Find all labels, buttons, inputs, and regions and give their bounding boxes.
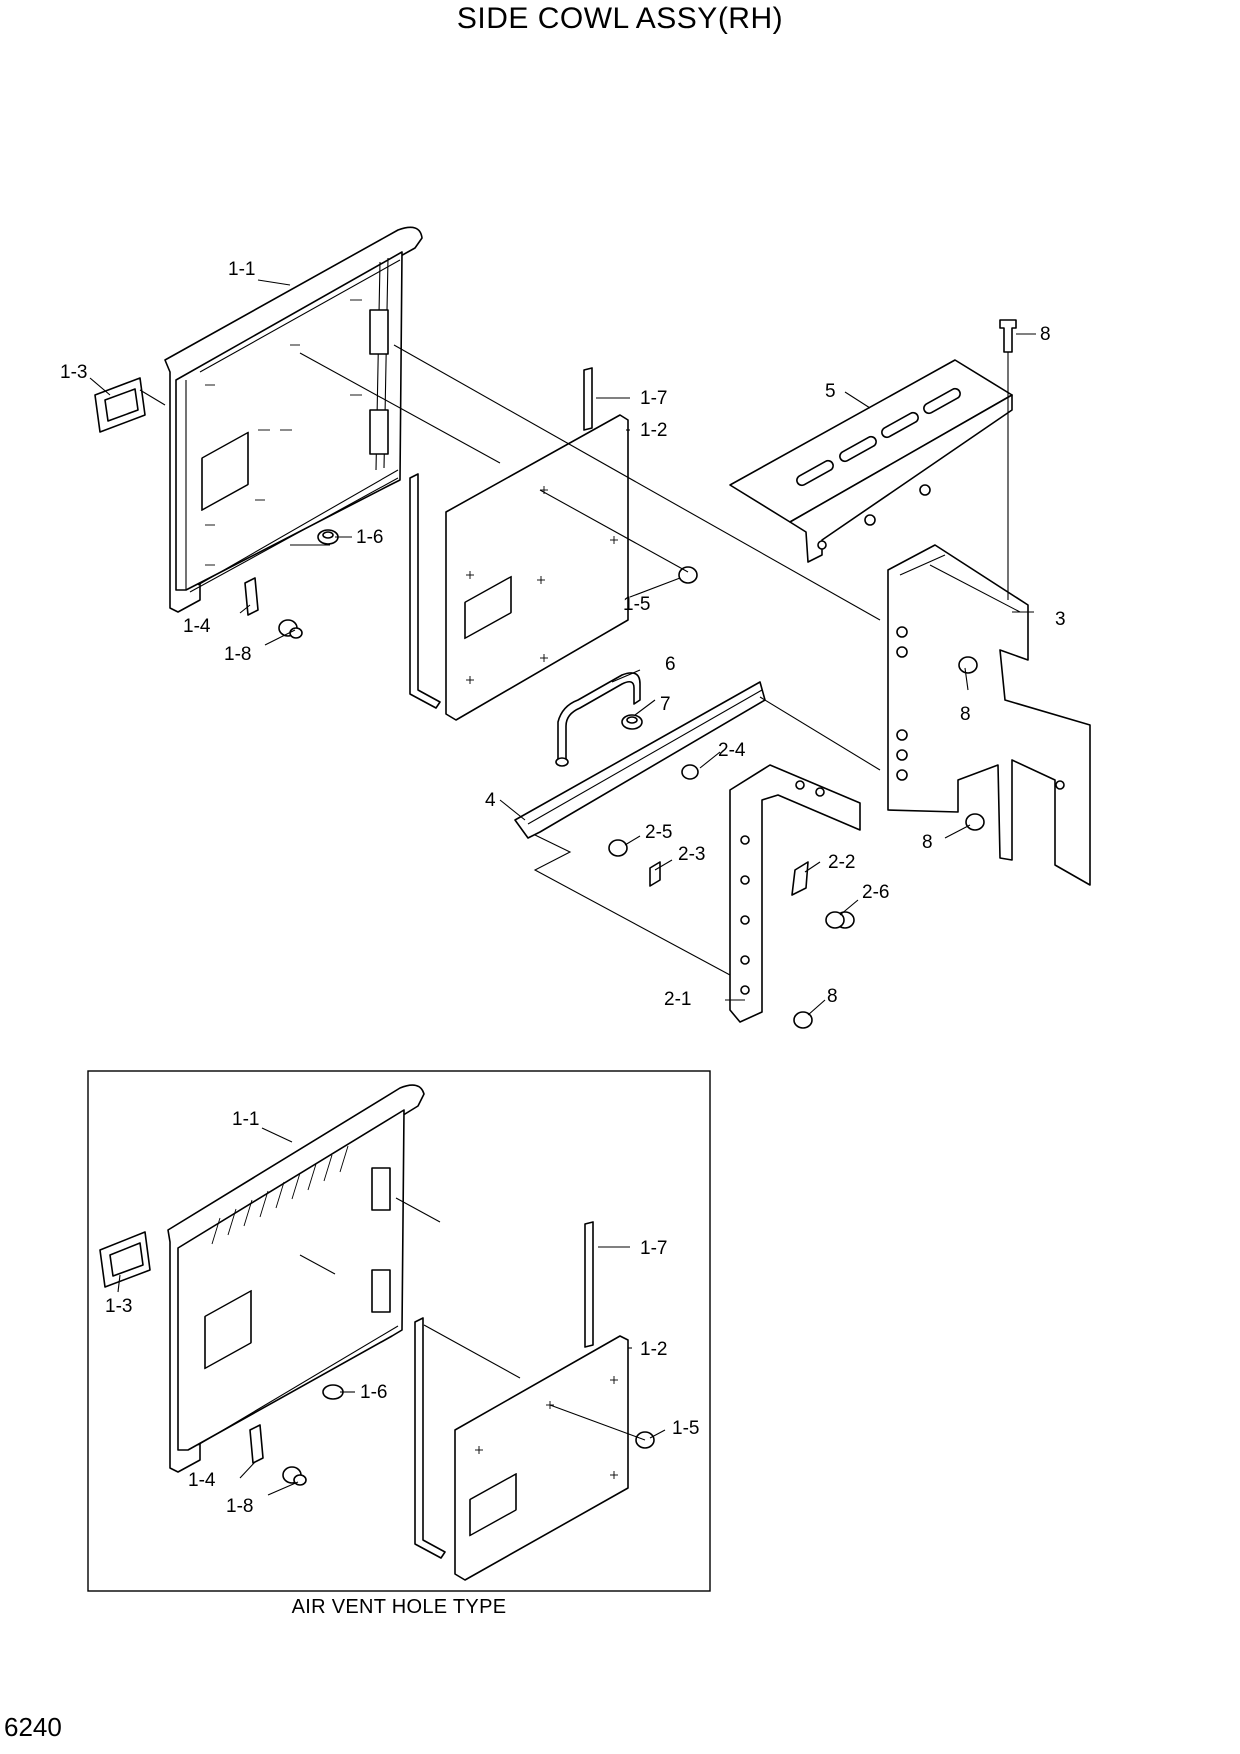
callout-label: 2-4 (718, 740, 746, 761)
callout-label: 2-2 (828, 852, 855, 873)
callout-label: 1-3 (105, 1296, 132, 1317)
callout-label: 4 (485, 790, 496, 811)
callout-label: 1-7 (640, 388, 667, 409)
callout-label: 1-3 (60, 362, 87, 383)
inset-frame (87, 1070, 711, 1592)
callout-label: 5 (825, 381, 836, 402)
callout-leaders-inset (117, 1127, 666, 1496)
callout-leaders-main (89, 279, 1036, 1016)
callout-label: 2-3 (678, 844, 705, 865)
inset-caption: AIR VENT HOLE TYPE (291, 1596, 507, 1618)
callout-label: 1-1 (228, 259, 255, 280)
callout-label: 1-2 (640, 1339, 667, 1360)
support-bar-part (514, 681, 766, 839)
inset-seal-strip-part (414, 1221, 594, 1559)
callout-label: 8 (960, 704, 971, 725)
inset-cover-panel-part (454, 1335, 629, 1581)
alignment-lines (290, 344, 1009, 976)
callout-label: 2-1 (664, 989, 691, 1010)
callout-label: 1-6 (356, 527, 383, 548)
side-bracket-part (887, 544, 1091, 886)
callout-label: 8 (922, 832, 933, 853)
callout-label: 7 (660, 694, 671, 715)
callout-label: 8 (1040, 324, 1051, 345)
callout-label: 1-8 (226, 1496, 253, 1517)
callout-label: 1-8 (224, 644, 251, 665)
bracket-and-bolts (244, 529, 339, 639)
callout-labels-main: 1-1 1-3 1-7 1-2 5 8 1-6 1-4 1-5 1-8 3 6 … (60, 259, 1066, 1010)
lower-bracket-part (729, 764, 861, 1023)
door-frame-part (164, 226, 423, 613)
seal-strip-part (409, 367, 593, 709)
latch-part (94, 377, 166, 433)
page-number: 6240 (4, 1712, 62, 1742)
upper-bracket-part (729, 359, 1013, 563)
callout-label: 1-4 (188, 1470, 216, 1491)
knob-part (678, 566, 698, 584)
inset-alignment-lines (299, 1197, 646, 1441)
callout-label: 3 (1055, 609, 1066, 630)
bolts-8 (793, 319, 1017, 1029)
callout-label: 1-4 (183, 616, 211, 637)
callout-label: 1-5 (672, 1418, 699, 1439)
callout-label: 2-6 (862, 882, 889, 903)
callout-label: 1-6 (360, 1382, 387, 1403)
callout-label: 8 (827, 986, 838, 1007)
inset-door-frame-part (167, 1084, 425, 1473)
handle-part (555, 672, 643, 767)
inset-latch-part (99, 1231, 151, 1288)
cover-panel-part (445, 414, 629, 721)
callout-label: 1-5 (623, 594, 650, 615)
callout-label: 1-1 (232, 1109, 259, 1130)
callout-label: 1-7 (640, 1238, 667, 1259)
callout-label: 6 (665, 654, 676, 675)
callout-labels-inset: 1-1 1-7 1-3 1-2 1-6 1-5 1-4 1-8 (105, 1109, 699, 1517)
callout-label: 1-2 (640, 420, 667, 441)
callout-label: 2-5 (645, 822, 672, 843)
page-title: SIDE COWL ASSY(RH) (456, 2, 784, 35)
